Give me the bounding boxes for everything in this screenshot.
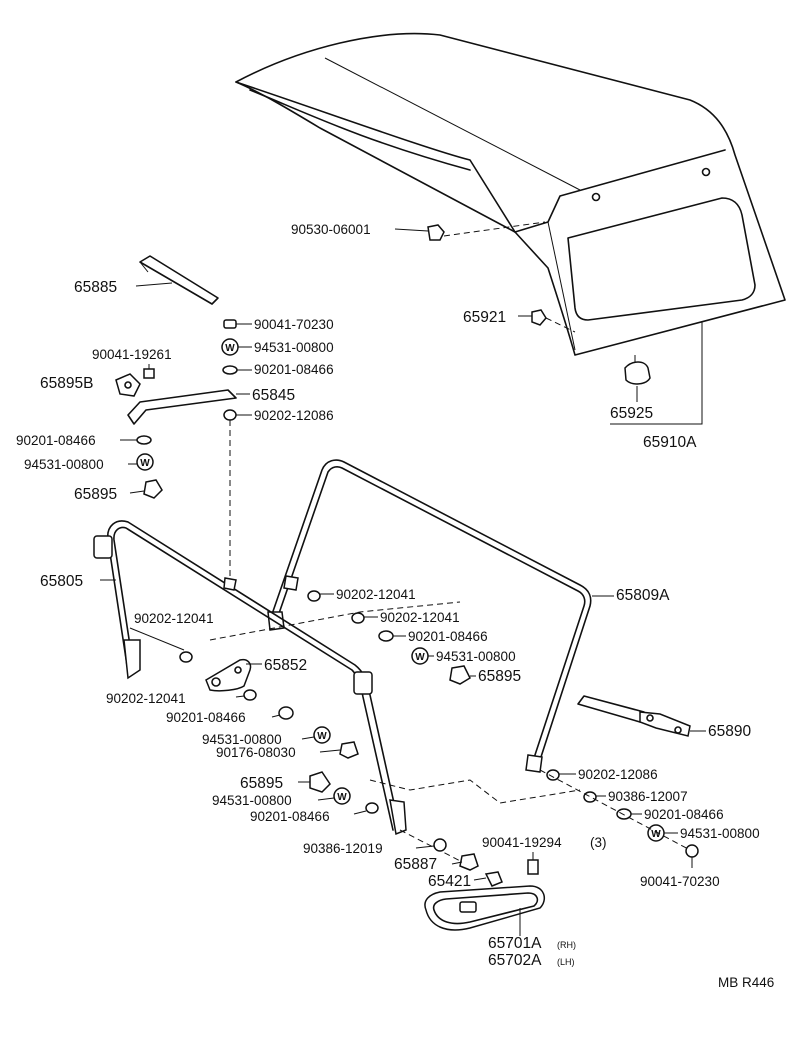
label-94531-00800-c: 94531-00800: [436, 649, 516, 664]
label-94531-00800-b: 94531-00800: [24, 457, 104, 472]
label-90176-08030: 90176-08030: [216, 745, 296, 760]
label-90201-08466-c: 90201-08466: [408, 629, 488, 644]
label-94531-00800-a: 94531-00800: [254, 340, 334, 355]
label-65845: 65845: [252, 387, 295, 404]
label-90530-06001: 90530-06001: [291, 222, 371, 237]
label-65895-c: 65895: [240, 775, 283, 792]
bracket-part-65852: [205, 658, 252, 692]
knob-part-65925: [624, 355, 651, 385]
label-65805: 65805: [40, 573, 83, 590]
label-65887: 65887: [394, 856, 437, 873]
label-65852: 65852: [264, 657, 307, 674]
label-65702A-side: (LH): [557, 957, 575, 967]
label-65895-a: 65895: [74, 486, 117, 503]
label-65921: 65921: [463, 309, 506, 326]
label-65702A: 65702A: [488, 952, 542, 969]
label-90041-19261: 90041-19261: [92, 347, 172, 362]
screw-part-65921: [531, 309, 547, 326]
hardware-stack-left: W: [136, 435, 163, 499]
label-90041-19294: 90041-19294: [482, 835, 562, 850]
hard-top-roof: [235, 32, 786, 356]
strap-part-65885: [139, 255, 219, 305]
label-65885: 65885: [74, 279, 117, 296]
label-90386-12007: 90386-12007: [608, 789, 688, 804]
label-90202-12041-c: 90202-12041: [380, 610, 460, 625]
label-90201-08466-d: 90201-08466: [166, 710, 246, 725]
label-94531-00800-e: 94531-00800: [212, 793, 292, 808]
hardware-lower-right: W: [546, 769, 699, 858]
washer-mark: W: [317, 731, 327, 742]
hardware-bottom-center: [433, 838, 539, 887]
label-90041-70230-top: 90041-70230: [254, 317, 334, 332]
label-90201-08466-b: 90201-08466: [16, 433, 96, 448]
label-90202-12041-b: 90202-12041: [336, 587, 416, 602]
label-90202-12041-d: 90202-12041: [106, 691, 186, 706]
strap-part-65890: [577, 695, 691, 737]
label-90202-12086-b: 90202-12086: [578, 767, 658, 782]
knob-part-65895B: [115, 373, 141, 397]
label-90386-12019: 90386-12019: [303, 841, 383, 856]
hardware-mid-left: W: [179, 651, 359, 759]
label-65809A: 65809A: [616, 587, 670, 604]
hardware-stack-upper: W: [221, 319, 239, 421]
label-90201-08466-a: 90201-08466: [254, 362, 334, 377]
handle-part-65701A: [424, 885, 546, 931]
label-65701A-side: (RH): [557, 940, 576, 950]
washer-mark: W: [225, 343, 235, 354]
hardware-mid-right: W: [307, 590, 471, 685]
washer-mark: W: [140, 458, 150, 469]
label-65895B: 65895B: [40, 375, 93, 392]
label-90041-19294-qty: (3): [590, 835, 607, 850]
label-94531-00800-f: 94531-00800: [680, 826, 760, 841]
label-90041-70230-bot: 90041-70230: [640, 874, 720, 889]
bow-part-65809A: [267, 459, 592, 773]
label-65925: 65925: [610, 405, 653, 422]
bow-part-65805: [93, 520, 407, 836]
label-90202-12086-a: 90202-12086: [254, 408, 334, 423]
label-65895-b: 65895: [478, 668, 521, 685]
label-65890: 65890: [708, 723, 751, 740]
label-94531-00800-d: 94531-00800: [202, 732, 282, 747]
washer-mark: W: [415, 652, 425, 663]
bracket-part-65845: [127, 389, 237, 425]
label-65701A: 65701A: [488, 935, 542, 952]
label-65421: 65421: [428, 873, 471, 890]
clip-part-90530: [427, 224, 445, 241]
washer-mark: W: [337, 792, 347, 803]
hardware-lower-left: W: [309, 771, 379, 814]
label-90202-12041-a: 90202-12041: [134, 611, 214, 626]
bolt-part-90041-19261: [143, 364, 155, 379]
label-90201-08466-e: 90201-08466: [250, 809, 330, 824]
reference-code: MB R446: [718, 975, 774, 990]
label-65910A: 65910A: [643, 434, 697, 451]
label-90201-08466-f: 90201-08466: [644, 807, 724, 822]
washer-mark: W: [651, 829, 661, 840]
